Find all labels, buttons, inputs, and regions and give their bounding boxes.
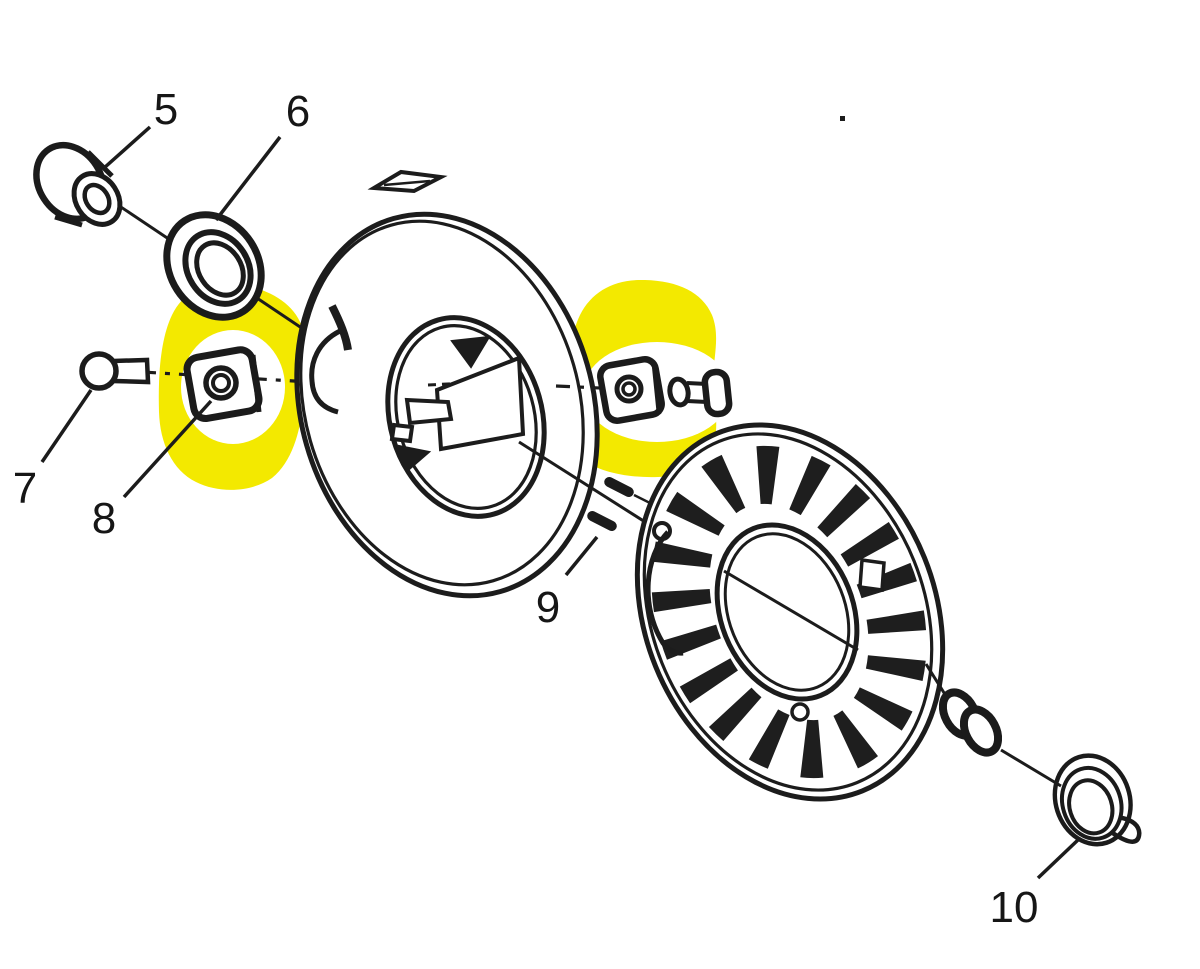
callout-label-5: 5 (154, 85, 178, 134)
wheel-rim-tab (858, 558, 886, 592)
part-7-bolt (79, 351, 151, 391)
callout-label-6: 6 (286, 87, 310, 136)
leader-6 (214, 135, 282, 222)
leader-7 (40, 389, 93, 463)
wheel-small-hole (790, 702, 810, 722)
part-6-bearing (163, 211, 265, 321)
callout-label-10: 10 (990, 883, 1039, 932)
axis-line-through-hole (723, 569, 859, 652)
part-5-bushing (33, 141, 123, 228)
spacer-bushing (938, 688, 1003, 757)
part-10-spring (1052, 753, 1142, 847)
axis-line-right (924, 663, 948, 697)
callout-label-9: 9 (536, 583, 560, 632)
wheel-hub-hook (645, 530, 684, 656)
right-bolt (667, 368, 733, 418)
callout-label-8: 8 (92, 494, 116, 543)
axis-line-to-spring (1000, 748, 1062, 788)
part-8-square-nut (183, 346, 263, 423)
part-9-pins (587, 477, 634, 531)
disc-inner-mechanism (389, 335, 526, 473)
leader-8 (122, 399, 213, 499)
right-square-nut (597, 356, 665, 424)
leader-5 (102, 125, 152, 170)
wheel-center-hole (714, 522, 860, 702)
disc-rim-mark (328, 304, 352, 351)
callout-label-7: 7 (13, 464, 37, 513)
leader-10 (1036, 837, 1081, 880)
leader-9 (564, 535, 599, 577)
disc-hub-boss (309, 328, 342, 415)
spoked-wheel (634, 422, 946, 802)
cover-disc (294, 211, 600, 599)
artifact-dot (840, 116, 845, 121)
key-sliver (367, 169, 448, 194)
leader-lines (40, 125, 1081, 880)
